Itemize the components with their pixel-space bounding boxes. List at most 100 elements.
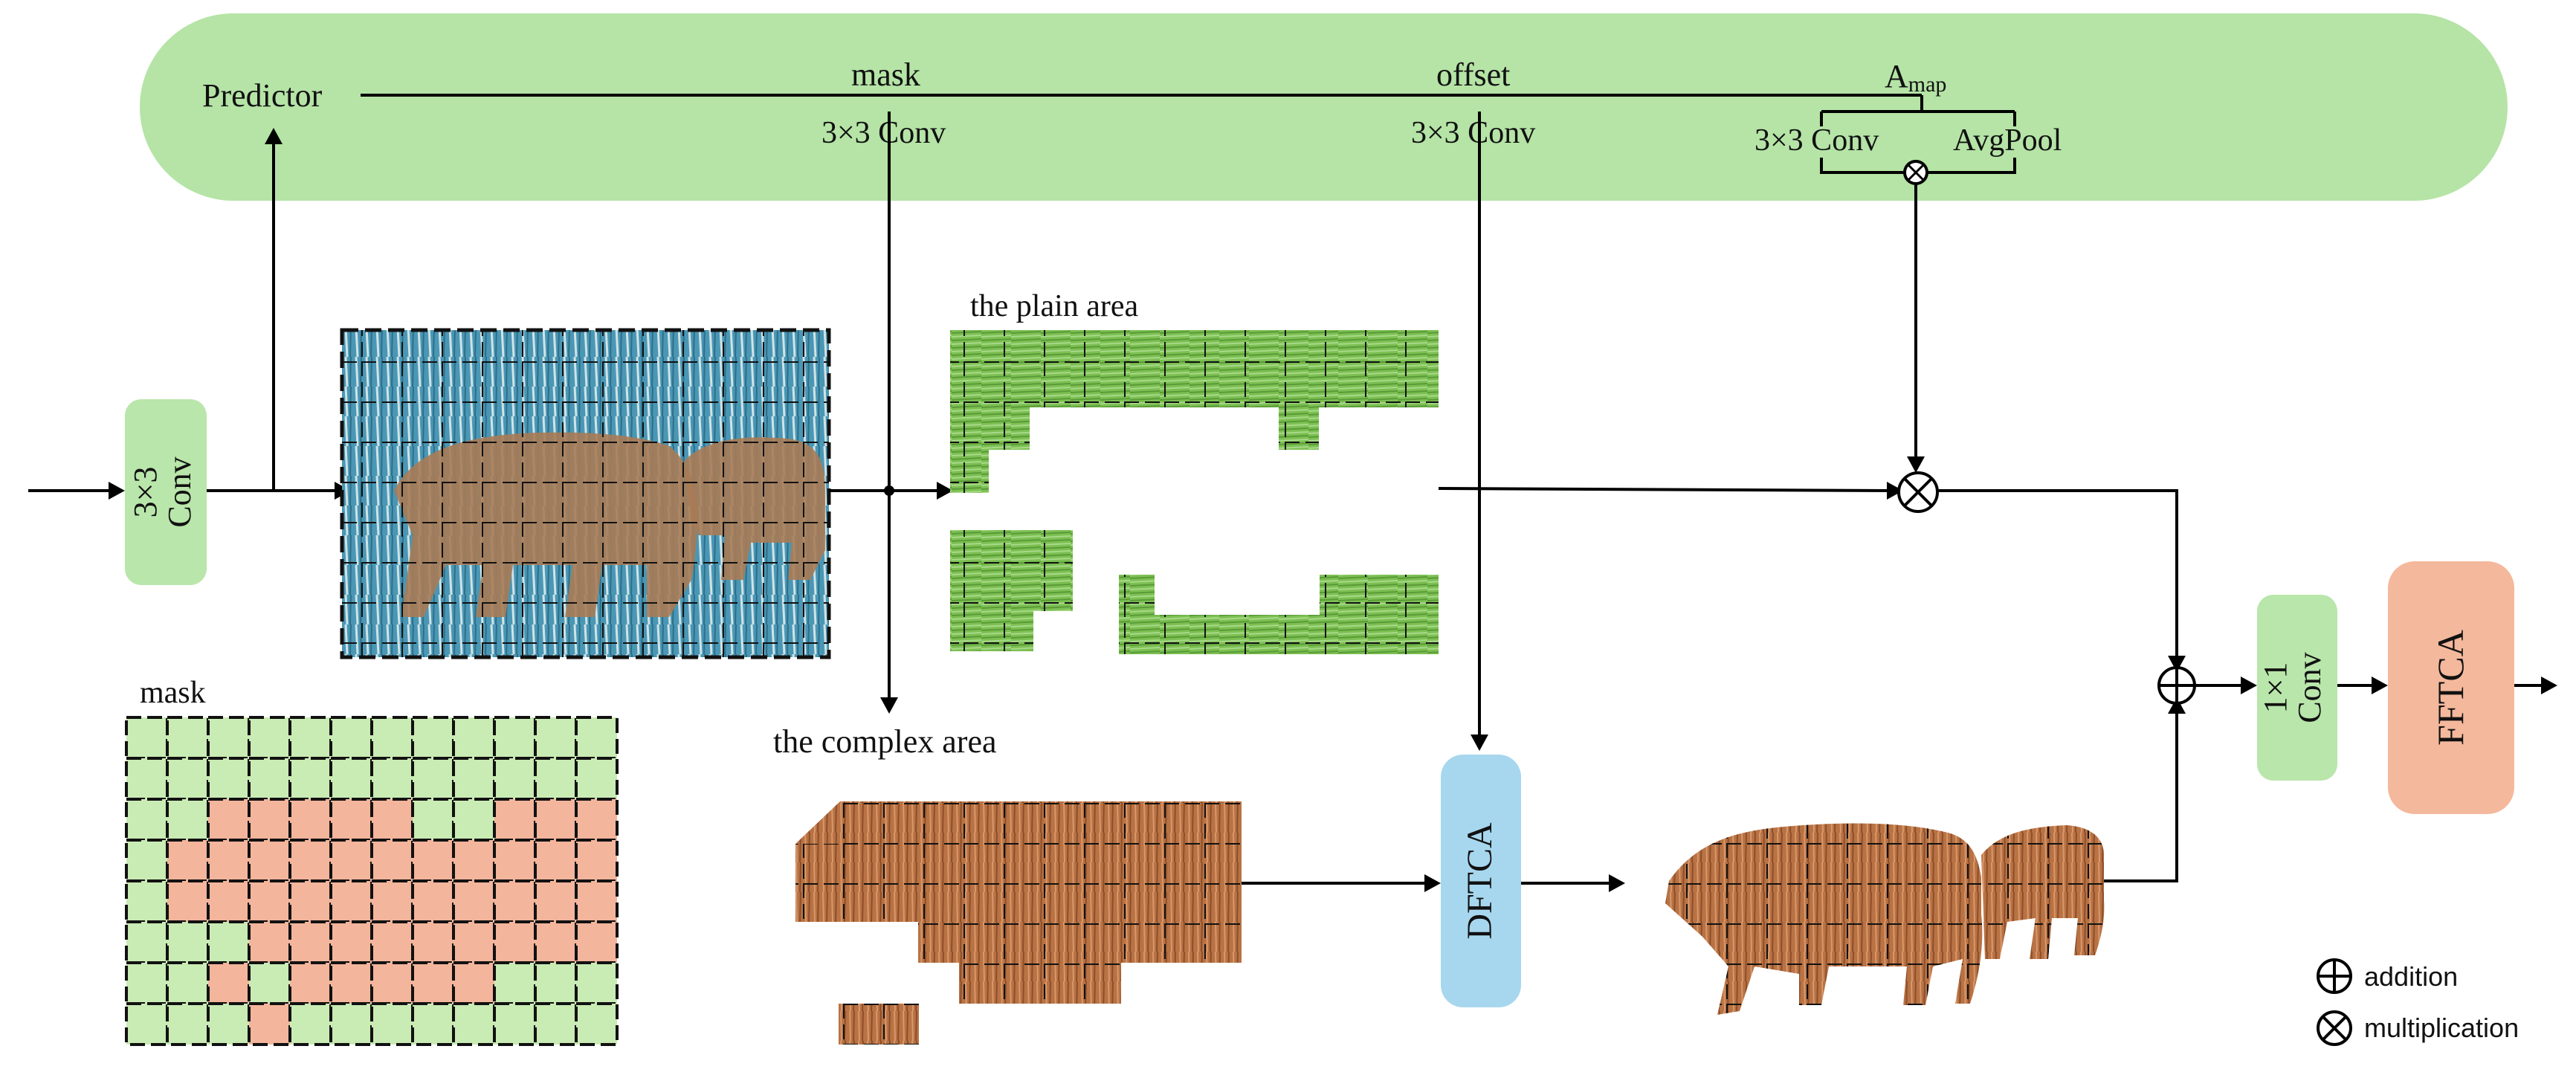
mask-cell-complex bbox=[370, 839, 414, 882]
mask-cell-complex bbox=[575, 920, 619, 964]
mask-cell-complex bbox=[288, 961, 332, 1005]
legend: addition multiplication bbox=[2317, 958, 2519, 1046]
mask-cell-complex bbox=[207, 879, 251, 923]
fftca-block bbox=[2388, 561, 2514, 814]
mask-cell-complex bbox=[493, 920, 537, 964]
mask-cell-complex bbox=[248, 879, 291, 923]
predictor-label: Predictor bbox=[202, 77, 323, 114]
mask-cell-complex bbox=[534, 920, 578, 964]
mask-cell-plain bbox=[207, 757, 251, 801]
mask-cell-plain bbox=[248, 961, 291, 1005]
mask-cell-complex bbox=[452, 839, 496, 882]
legend-multiplication-label: multiplication bbox=[2364, 1013, 2519, 1043]
mask-cell-plain bbox=[411, 716, 455, 760]
mask-cell-complex bbox=[493, 839, 537, 882]
mask-cell-complex bbox=[534, 879, 578, 923]
mask-cell-plain bbox=[125, 798, 169, 842]
mask-cell-plain bbox=[166, 757, 210, 801]
mask-cell-complex bbox=[575, 839, 619, 882]
mask-cell-complex bbox=[493, 798, 537, 842]
mask-cell-complex bbox=[411, 879, 455, 923]
mask-cell-complex bbox=[166, 839, 210, 882]
mask-cell-plain bbox=[288, 716, 332, 760]
complex-output-image bbox=[1665, 823, 2105, 1015]
mask-cell-plain bbox=[329, 716, 373, 760]
mask-cell-plain bbox=[125, 920, 169, 964]
mask-cell-complex bbox=[248, 1002, 291, 1046]
mask-cell-plain bbox=[534, 961, 578, 1005]
mask-cell-plain bbox=[329, 1002, 373, 1046]
mask-cell-plain bbox=[370, 716, 414, 760]
mask-cell-complex bbox=[329, 879, 373, 923]
mask-cell-complex bbox=[370, 879, 414, 923]
mask-cell-plain bbox=[575, 716, 619, 760]
mask-cell-plain bbox=[166, 961, 210, 1005]
mask-cell-complex bbox=[411, 839, 455, 882]
mask-cell-complex bbox=[534, 839, 578, 882]
mask-cell-plain bbox=[125, 961, 169, 1005]
mask-cell-complex bbox=[534, 798, 578, 842]
mask-cell-complex bbox=[411, 961, 455, 1005]
mask-cell-plain bbox=[575, 757, 619, 801]
complex-area-image bbox=[795, 801, 1242, 1045]
mask-cell-complex bbox=[207, 839, 251, 882]
dftca-block bbox=[1441, 755, 1521, 1007]
mask-cell-plain bbox=[411, 1002, 455, 1046]
mask-cell-plain bbox=[534, 1002, 578, 1046]
mask-cell-complex bbox=[329, 920, 373, 964]
mask-cell-plain bbox=[575, 961, 619, 1005]
avgpool-label: AvgPool bbox=[1953, 123, 2062, 158]
mask-cell-plain bbox=[534, 757, 578, 801]
mask-label-top: mask bbox=[851, 57, 920, 93]
conv-offset-label: 3×3 Conv bbox=[1411, 116, 1535, 150]
mask-cell-complex bbox=[288, 798, 332, 842]
mask-cell-plain bbox=[166, 1002, 210, 1046]
output-conv-label: 1×1Conv bbox=[2257, 652, 2328, 723]
mask-cell-complex bbox=[288, 879, 332, 923]
output-conv-block bbox=[2257, 595, 2337, 781]
dftca-label: DFTCA bbox=[1460, 822, 1500, 940]
mask-cell-plain bbox=[207, 1002, 251, 1046]
mask-cell-complex bbox=[452, 920, 496, 964]
mask-cell-plain bbox=[452, 1002, 496, 1046]
mask-cell-plain bbox=[493, 757, 537, 801]
mask-cell-plain bbox=[452, 757, 496, 801]
mask-cell-plain bbox=[534, 716, 578, 760]
mask-grid bbox=[125, 716, 619, 1046]
plain-area-image bbox=[950, 330, 1439, 654]
mask-cell-complex bbox=[575, 798, 619, 842]
mask-cell-complex bbox=[370, 920, 414, 964]
mask-cell-plain bbox=[125, 716, 169, 760]
mask-cell-plain bbox=[411, 757, 455, 801]
mask-cell-plain bbox=[452, 798, 496, 842]
mask-cell-complex bbox=[575, 879, 619, 923]
mask-cell-complex bbox=[493, 879, 537, 923]
mask-cell-complex bbox=[329, 839, 373, 882]
fftca-label: FFTCA bbox=[2430, 630, 2471, 746]
mask-cell-complex bbox=[370, 798, 414, 842]
offset-label: offset bbox=[1436, 57, 1510, 93]
mask-cell-plain bbox=[288, 1002, 332, 1046]
mask-cell-plain bbox=[207, 920, 251, 964]
mask-cell-plain bbox=[493, 961, 537, 1005]
mask-cell-plain bbox=[166, 920, 210, 964]
mask-cell-plain bbox=[493, 1002, 537, 1046]
mask-cell-plain bbox=[248, 716, 291, 760]
mask-cell-complex bbox=[166, 879, 210, 923]
mask-cell-plain bbox=[125, 1002, 169, 1046]
amap-label: Amap bbox=[1885, 58, 1946, 97]
mask-cell-plain bbox=[125, 757, 169, 801]
mask-cell-plain bbox=[370, 757, 414, 801]
mask-cell-complex bbox=[207, 961, 251, 1005]
mask-cell-complex bbox=[248, 920, 291, 964]
legend-addition-label: addition bbox=[2364, 961, 2458, 992]
mask-cell-complex bbox=[248, 798, 291, 842]
mask-cell-complex bbox=[207, 798, 251, 842]
mask-grid-label: mask bbox=[140, 676, 206, 710]
mask-cell-complex bbox=[411, 920, 455, 964]
mask-cell-complex bbox=[452, 961, 496, 1005]
mask-cell-plain bbox=[288, 757, 332, 801]
conv-amap-label: 3×3 Conv bbox=[1755, 123, 1879, 158]
mask-cell-plain bbox=[125, 839, 169, 882]
